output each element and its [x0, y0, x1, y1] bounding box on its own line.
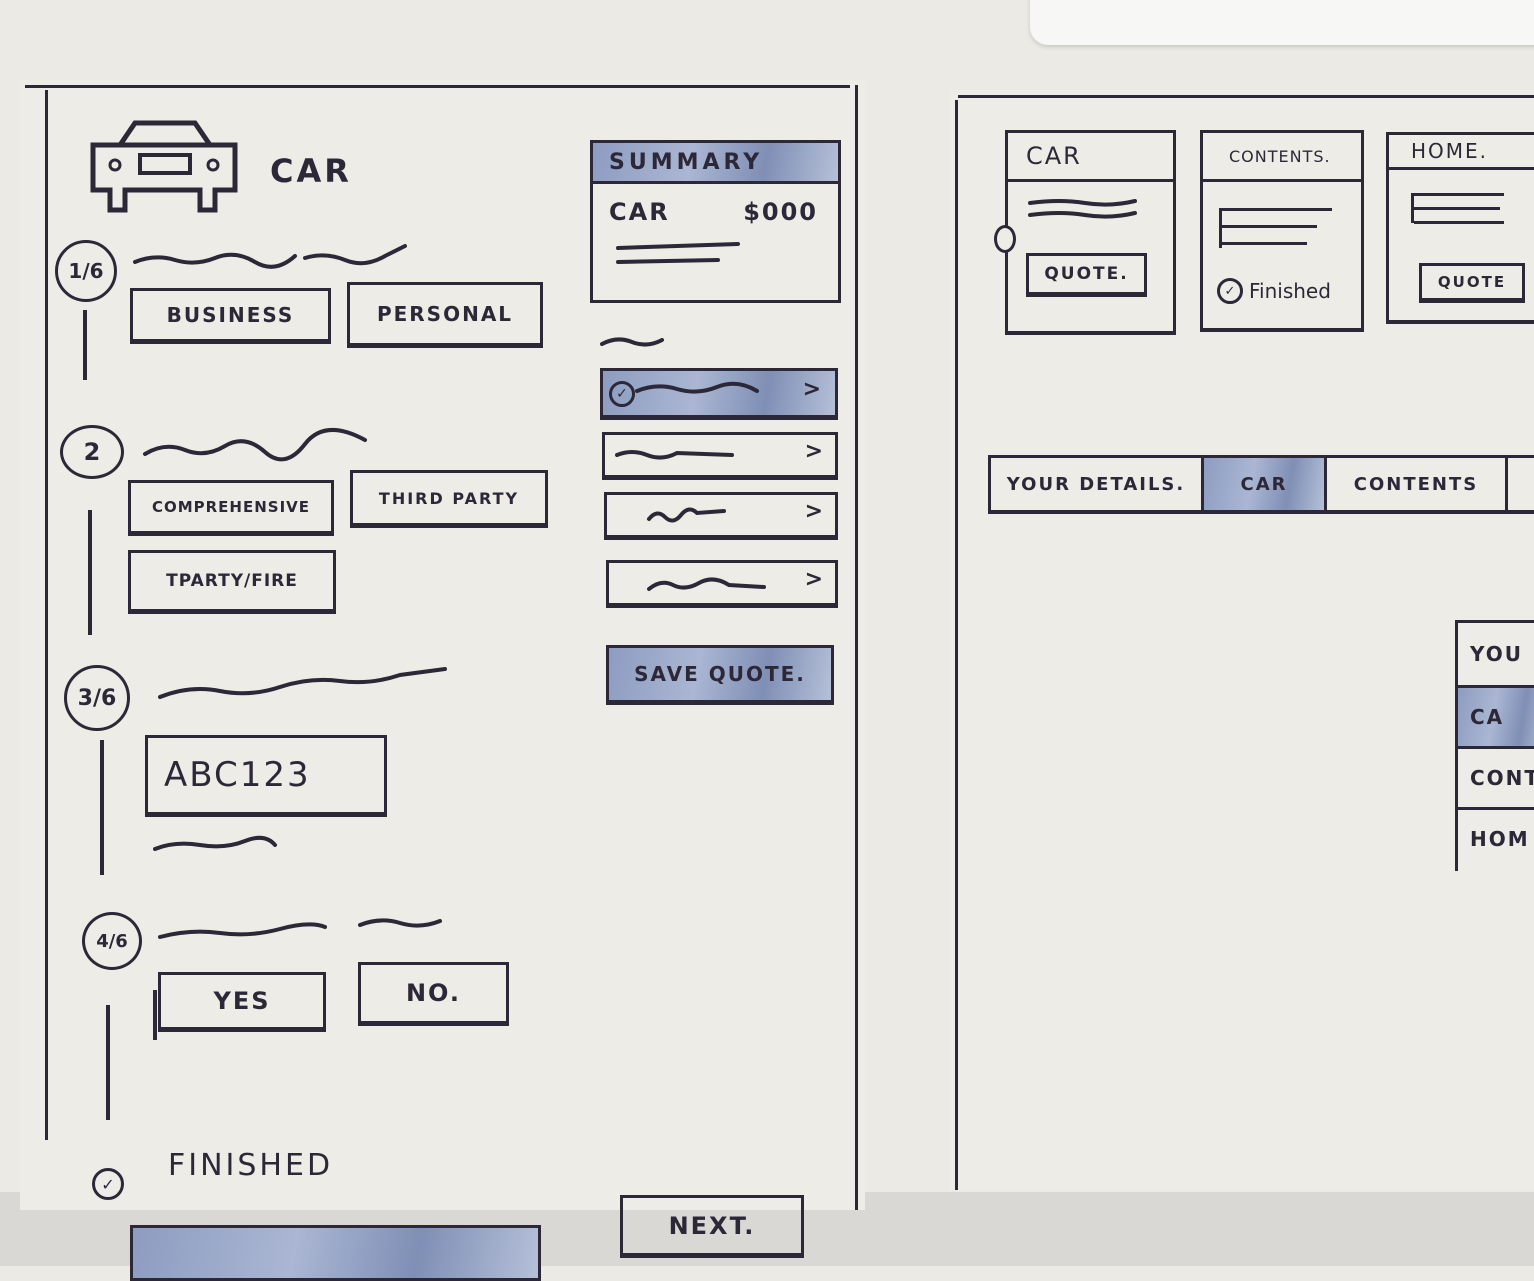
right-wireframe-sheet — [950, 90, 1534, 1190]
check-icon: ✓ — [609, 381, 635, 407]
chevron-right-icon: > — [802, 377, 821, 402]
summary-detail-lines — [616, 242, 740, 264]
option-business-button[interactable]: BUSINESS — [130, 288, 331, 344]
finished-label: FINISHED — [168, 1148, 334, 1183]
option-comprehensive-button[interactable]: COMPREHENSIVE — [128, 480, 334, 536]
bottom-summary-bar — [130, 1225, 541, 1281]
step-1-connector — [83, 310, 87, 380]
summary-item-price: $000 — [743, 198, 818, 226]
card-title: CONTENTS. — [1203, 133, 1361, 182]
side-menu-item-contents[interactable]: CONT — [1458, 749, 1534, 810]
step-1-question-placeholder — [133, 244, 407, 269]
section-list-heading-placeholder — [600, 337, 664, 347]
finished-check-icon: ✓ — [92, 1168, 124, 1200]
summary-item-label: CAR — [609, 198, 670, 226]
registration-input[interactable]: ABC123 — [145, 735, 387, 817]
page-title: CAR — [270, 152, 352, 190]
option-no-button[interactable]: NO. — [358, 962, 509, 1026]
step-4-connector — [106, 1005, 110, 1120]
step-indicator-icon — [994, 225, 1016, 253]
side-menu: YOU CA CONT HOM — [1455, 620, 1534, 871]
option-yes-button[interactable]: YES — [158, 972, 326, 1032]
option-third-party-button[interactable]: THIRD PARTY — [350, 470, 548, 528]
section-list-item[interactable]: > — [606, 560, 838, 608]
step-3-question-placeholder — [158, 667, 447, 699]
product-card-car[interactable]: CAR QUOTE. — [994, 130, 1176, 335]
step-4-side-tick — [153, 990, 157, 1040]
side-menu-item-home[interactable]: HOM — [1470, 827, 1530, 851]
section-list-item[interactable]: > — [604, 492, 838, 540]
paper-corner — [1030, 0, 1534, 45]
card-status: Finished — [1249, 279, 1331, 303]
step-2-number: 2 — [60, 425, 124, 479]
car-quote-button[interactable]: QUOTE. — [1026, 253, 1147, 297]
home-quote-button[interactable]: QUOTE — [1419, 263, 1525, 303]
content-lines — [1411, 193, 1504, 224]
section-list-item[interactable]: > — [602, 432, 838, 480]
product-card-contents[interactable]: CONTENTS. ✓ Finished — [1200, 130, 1364, 332]
content-lines — [1219, 208, 1332, 248]
tab-car[interactable]: CAR — [1204, 458, 1327, 510]
summary-header: SUMMARY — [593, 140, 838, 184]
finished-check-icon: ✓ — [1217, 278, 1243, 304]
summary-panel: SUMMARY CAR $000 — [590, 140, 841, 303]
side-menu-item-your-details[interactable]: YOU — [1458, 623, 1534, 688]
option-personal-button[interactable]: PERSONAL — [347, 282, 543, 348]
step-3-connector — [100, 740, 104, 875]
card-title: HOME. — [1389, 135, 1534, 170]
save-quote-button[interactable]: SAVE QUOTE. — [606, 645, 834, 705]
tab-bar: YOUR DETAILS. CAR CONTENTS — [988, 455, 1534, 514]
step-2-connector — [88, 510, 92, 635]
product-card-home[interactable]: HOME. QUOTE — [1386, 132, 1534, 324]
next-button[interactable]: NEXT. — [620, 1195, 804, 1258]
step-4-question-placeholder — [158, 918, 442, 939]
step-1-number: 1/6 — [55, 240, 117, 302]
tab-contents[interactable]: CONTENTS — [1327, 458, 1508, 510]
chevron-right-icon: > — [804, 567, 823, 592]
step-4-number: 4/6 — [82, 912, 142, 970]
card-title: CAR — [1008, 133, 1173, 182]
chevron-right-icon: > — [804, 499, 823, 524]
side-menu-item-car[interactable]: CA — [1458, 688, 1534, 749]
section-list-item-active[interactable]: ✓ > — [600, 368, 838, 420]
option-third-party-fire-button[interactable]: TPARTY/FIRE — [128, 550, 336, 614]
input-hint-placeholder — [153, 835, 277, 851]
chevron-right-icon: > — [804, 439, 823, 464]
tab-your-details[interactable]: YOUR DETAILS. — [991, 458, 1204, 510]
step-2-question-placeholder — [143, 427, 367, 462]
car-icon — [90, 120, 238, 213]
step-3-number: 3/6 — [64, 665, 130, 731]
